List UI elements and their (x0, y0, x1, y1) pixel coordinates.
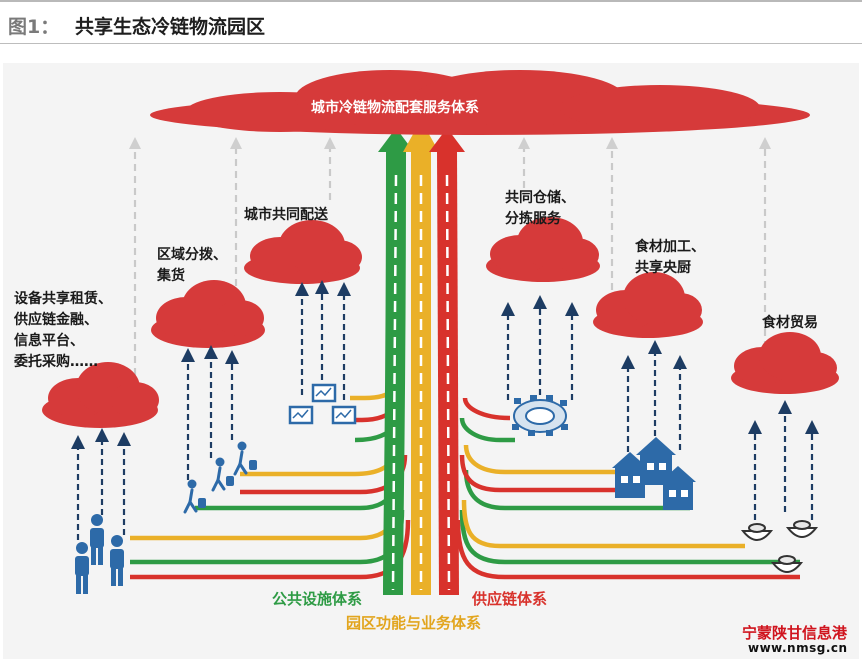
arrow-head (95, 428, 109, 442)
people-icon (75, 514, 124, 594)
service-label-city-delivery: 城市共同配送 (244, 205, 328, 226)
service-label-storage: 共同仓储、 分拣服务 (505, 188, 575, 230)
arrow-head (778, 400, 792, 414)
trunk-dashes (391, 174, 451, 591)
service-label-line: 设备共享租赁、 (14, 291, 112, 307)
service-label-line: 区域分拨、 (157, 247, 227, 263)
service-label-line: 信息平台、 (14, 333, 84, 349)
arrow-head (621, 355, 635, 369)
arrow-head (315, 280, 329, 294)
cloud-distribution (151, 280, 265, 348)
service-label-line: 食材加工、 (635, 239, 705, 255)
service-label-line: 共享央厨 (635, 260, 691, 276)
service-label-line: 供应链金融、 (14, 312, 98, 328)
figure-header: 图1： 共享生态冷链物流园区 (0, 0, 862, 44)
watermark-name: 宁蒙陕甘信息港 (742, 624, 848, 642)
figure-title: 共享生态冷链物流园区 (75, 16, 266, 38)
arrow-head (225, 350, 239, 364)
houses-icon (612, 437, 696, 510)
watermark-url: www.nmsg.cn (748, 641, 848, 655)
top-cloud (150, 70, 810, 135)
cloud-storage (486, 217, 600, 282)
cloud-processing (593, 272, 703, 338)
service-label-line: 食材贸易 (762, 315, 818, 331)
arrow-head (337, 282, 351, 296)
arrow-head (673, 355, 687, 369)
arrow-head (181, 348, 195, 362)
cloud-trade (731, 332, 839, 394)
arrow-head (748, 420, 762, 434)
arrow-head (648, 340, 662, 354)
arrow-head (501, 302, 515, 316)
service-label-processing: 食材加工、 共享央厨 (635, 237, 705, 279)
legend-public-facilities: 公共设施体系 (272, 590, 363, 608)
service-label-equipment: 设备共享租赁、 供应链金融、 信息平台、 委托采购…… (14, 289, 112, 373)
service-label-distribution: 区域分拨、 集货 (157, 245, 227, 287)
legend-park-functions: 园区功能与业务体系 (346, 614, 482, 632)
travelers-icon (183, 441, 257, 514)
legend-supply-chain: 供应链体系 (472, 590, 548, 608)
monitors-icon (288, 383, 357, 425)
service-label-line: 分拣服务 (505, 211, 561, 227)
arrow-head (565, 302, 579, 316)
arrow-head (295, 282, 309, 296)
arrow-head (533, 295, 547, 309)
top-cloud-label: 城市冷链物流配套服务体系 (311, 100, 479, 116)
service-label-line: 集货 (157, 268, 185, 284)
figure-label: 图1： (8, 16, 60, 38)
arrow-head (204, 345, 218, 359)
service-label-line: 城市共同配送 (244, 207, 328, 223)
arrow-head (71, 435, 85, 449)
service-arrows (71, 280, 819, 540)
cloud-city-delivery (244, 220, 362, 284)
service-label-line: 共同仓储、 (505, 190, 575, 206)
dashed-arrows-to-top (129, 137, 771, 375)
warehouse-hub-icon (512, 395, 568, 436)
service-label-line: 委托采购…… (14, 354, 98, 370)
arrow-head (805, 420, 819, 434)
service-label-trade: 食材贸易 (762, 313, 818, 334)
cloud-equipment (42, 362, 159, 428)
arrow-head (117, 432, 131, 446)
food-bowls-icon (740, 520, 819, 573)
